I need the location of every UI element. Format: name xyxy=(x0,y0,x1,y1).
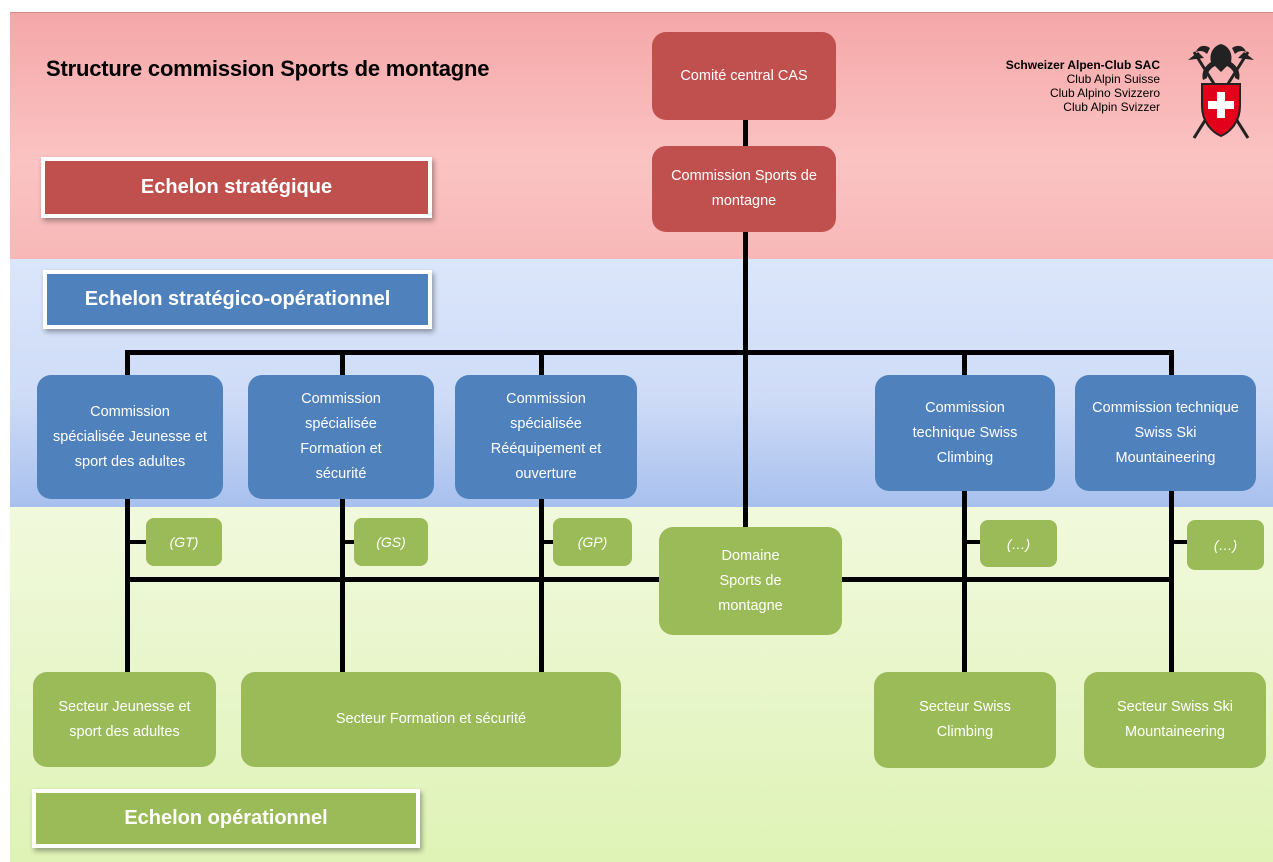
organization-name-de: Schweizer Alpen-Club SAC xyxy=(1005,58,1160,72)
drop-line xyxy=(340,350,345,375)
vertical-line xyxy=(340,498,345,673)
drop-line xyxy=(1169,350,1174,375)
tag-stub-line xyxy=(125,540,147,544)
strategic-band xyxy=(10,12,1273,260)
node-central-committee: Comité central CAS xyxy=(652,32,836,120)
layer-label-strategic-operational: Echelon stratégico-opérationnel xyxy=(43,270,432,329)
node-commission-main: Commission Sports de montagne xyxy=(652,146,836,232)
tag-gs: (GS) xyxy=(354,518,428,566)
commission-bus-line xyxy=(125,350,1174,355)
vertical-line xyxy=(1169,490,1174,673)
node-domain-mountain-sports: Domaine Sports de montagne xyxy=(659,527,842,635)
organization-name: Schweizer Alpen-Club SAC Club Alpin Suis… xyxy=(1006,58,1160,114)
tag-gp: (GP) xyxy=(553,518,632,566)
tag-stub-line xyxy=(1169,540,1187,544)
vertical-line xyxy=(125,498,130,673)
domain-bus-line xyxy=(125,577,1174,582)
drop-line xyxy=(125,350,130,375)
node-commission-swiss-ski-mountaineering: Commission technique Swiss Ski Mountaine… xyxy=(1075,375,1256,491)
drop-line xyxy=(962,350,967,375)
organization-name-fr: Club Alpin Suisse xyxy=(1066,72,1160,86)
node-commission-training: Commission spécialisée Formation et sécu… xyxy=(248,375,434,499)
node-commission-youth: Commission spécialisée Jeunesse et sport… xyxy=(37,375,223,499)
layer-label-strategic: Echelon stratégique xyxy=(41,157,432,218)
drop-line xyxy=(539,350,544,375)
node-sector-swiss-climbing: Secteur Swiss Climbing xyxy=(874,672,1056,768)
tag-stub-line xyxy=(962,540,980,544)
layer-label-operational: Echelon opérationnel xyxy=(32,789,420,848)
organization-name-it: Club Alpino Svizzero xyxy=(1049,86,1160,100)
node-sector-youth: Secteur Jeunesse et sport des adultes xyxy=(33,672,216,767)
vertical-line xyxy=(962,490,967,673)
organization-name-rm: Club Alpin Svizzer xyxy=(1063,100,1160,114)
node-sector-training: Secteur Formation et sécurité xyxy=(241,672,621,767)
tag-stub-line xyxy=(340,540,354,544)
node-commission-swiss-climbing: Commission technique Swiss Climbing xyxy=(875,375,1055,491)
tag-skimo-more: (…) xyxy=(1187,520,1264,570)
node-sector-swiss-ski-mountaineering: Secteur Swiss Ski Mountaineering xyxy=(1084,672,1266,768)
tag-gt: (GT) xyxy=(146,518,222,566)
vertical-line xyxy=(539,498,544,673)
main-trunk-line xyxy=(743,118,748,546)
page-title: Structure commission Sports de montagne xyxy=(46,56,490,81)
node-commission-reequipment: Commission spécialisée Rééquipement et o… xyxy=(455,375,637,499)
sac-logo-icon xyxy=(1188,44,1254,139)
tag-climbing-more: (…) xyxy=(980,520,1057,567)
tag-stub-line xyxy=(539,540,553,544)
